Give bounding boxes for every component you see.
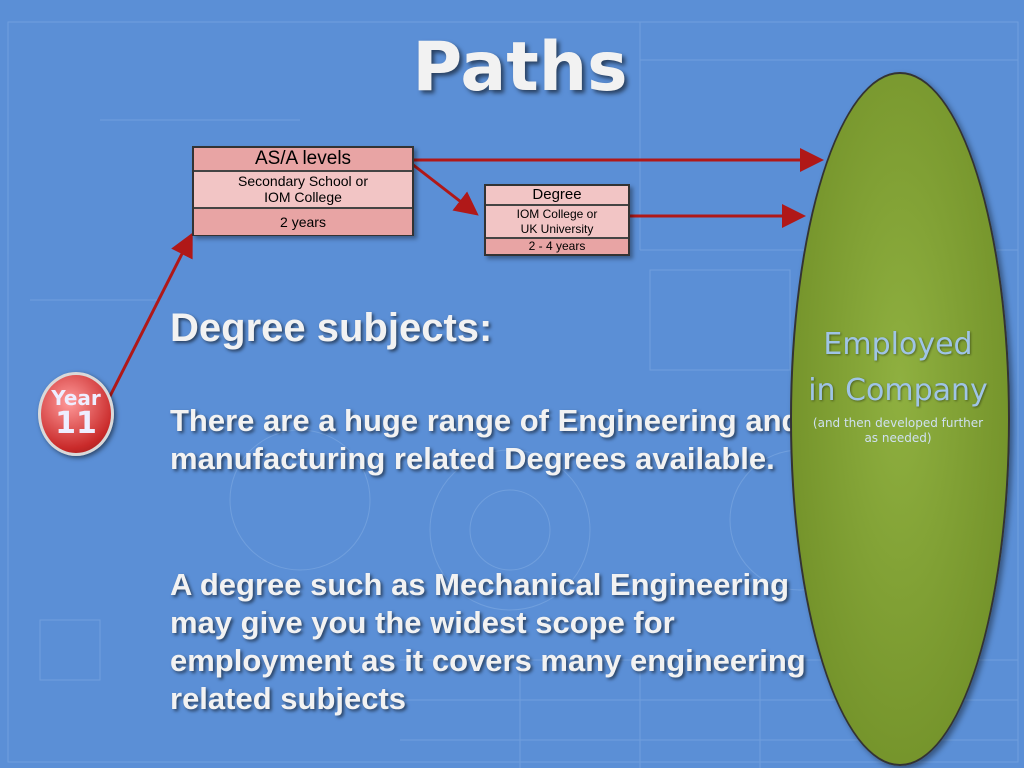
degree-location-line1: IOM College or xyxy=(516,207,598,221)
as-levels-box: AS/A levels Secondary School or IOM Coll… xyxy=(192,146,414,236)
degree-subjects-heading: Degree subjects: xyxy=(170,306,493,350)
as-levels-location-line1: Secondary School or xyxy=(238,173,368,189)
year-label: Year xyxy=(51,386,101,410)
page-title: Paths xyxy=(412,28,628,107)
employed-sub-line1: (and then developed further xyxy=(812,416,984,430)
paragraph-range: There are a huge range of Engineering an… xyxy=(170,403,801,476)
employed-ellipse xyxy=(790,72,1010,766)
as-levels-location: Secondary School or IOM College xyxy=(194,170,412,207)
as-levels-duration: 2 years xyxy=(194,207,412,235)
employed-title: Employed in Company xyxy=(790,322,1006,414)
paragraph-mechanical: A degree such as Mechanical Engineering … xyxy=(170,567,806,716)
employed-line2: in Company xyxy=(808,373,988,408)
degree-box: Degree IOM College or UK University 2 - … xyxy=(484,184,630,256)
degree-location: IOM College or UK University xyxy=(486,204,628,237)
employed-sub-line2: as needed) xyxy=(864,431,932,445)
degree-duration: 2 - 4 years xyxy=(486,237,628,253)
employed-subtitle: (and then developed further as needed) xyxy=(790,416,1006,446)
as-levels-location-line2: IOM College xyxy=(264,189,342,205)
year-number: 11 xyxy=(55,406,97,441)
degree-location-line2: UK University xyxy=(520,222,594,236)
year-11-badge: Year 11 xyxy=(38,372,114,456)
employed-line1: Employed xyxy=(823,327,973,362)
as-levels-heading: AS/A levels xyxy=(194,148,412,170)
degree-heading: Degree xyxy=(486,186,628,204)
